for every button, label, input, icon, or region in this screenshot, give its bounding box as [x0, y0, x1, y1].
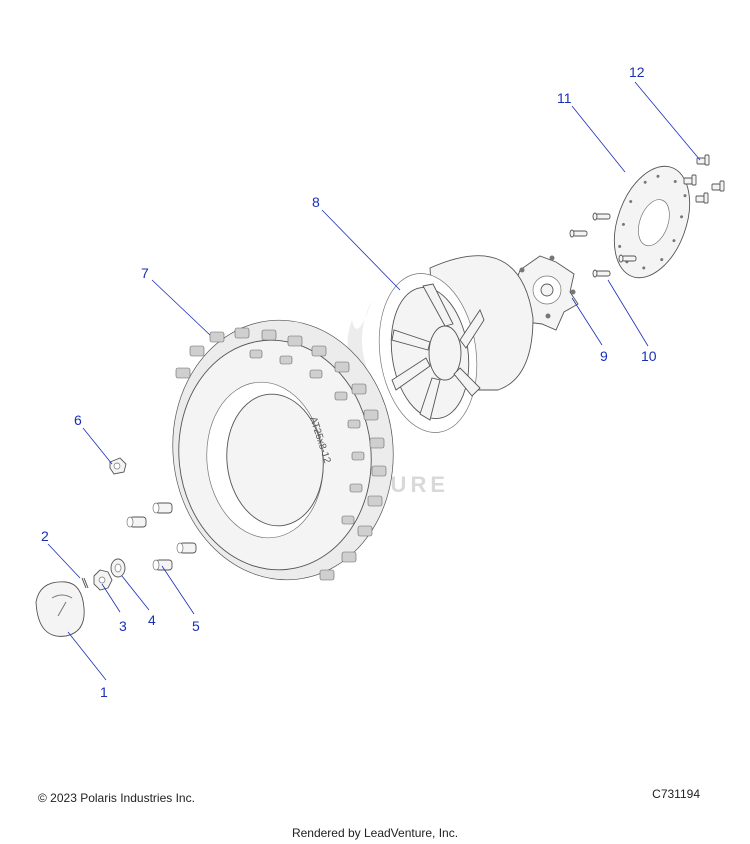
- callout-9: 9: [600, 348, 608, 364]
- callout-11: 11: [557, 90, 572, 106]
- castle-nut[interactable]: [93, 569, 113, 591]
- copyright-text: © 2023 Polaris Industries Inc.: [38, 791, 195, 805]
- drawing-id: C731194: [652, 787, 700, 801]
- valve-stem[interactable]: [109, 457, 127, 475]
- rim[interactable]: [369, 255, 534, 439]
- hub-cap[interactable]: [35, 581, 85, 637]
- callout-12: 12: [629, 64, 645, 80]
- callout-8: 8: [312, 194, 320, 210]
- callout-3: 3: [119, 618, 127, 634]
- callout-4: 4: [148, 612, 156, 628]
- tire[interactable]: AT25x8-12: [160, 309, 406, 591]
- callout-10: 10: [641, 348, 657, 364]
- callout-numbers: 1 2 3 4 5 6 7 8 9 10 11 12: [41, 64, 657, 700]
- callout-6: 6: [74, 412, 82, 428]
- disc-bolts[interactable]: [683, 154, 725, 204]
- rendered-by-text: Rendered by LeadVenture, Inc.: [291, 826, 459, 840]
- callout-7: 7: [141, 265, 149, 281]
- brake-disc[interactable]: [600, 156, 704, 288]
- leader-lines: [47, 81, 701, 681]
- cotter-pin[interactable]: [81, 577, 89, 589]
- callout-2: 2: [41, 528, 49, 544]
- washer[interactable]: [110, 558, 126, 578]
- lug-nuts[interactable]: [126, 502, 197, 571]
- wheel-studs[interactable]: [569, 212, 637, 278]
- callout-5: 5: [192, 618, 200, 634]
- callout-1: 1: [100, 684, 108, 700]
